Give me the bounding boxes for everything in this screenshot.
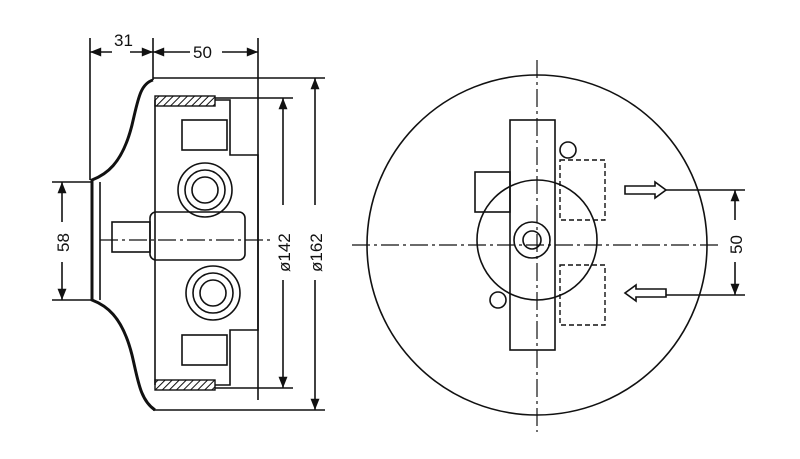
dim-label-50-side: 50: [193, 43, 212, 62]
screw-upper: [559, 141, 577, 159]
screw-lower: [489, 291, 507, 309]
valve-body: [149, 211, 246, 261]
front-view: 50: [352, 60, 746, 432]
housing-circle: [476, 179, 598, 301]
dim-label-50-front: 50: [727, 235, 746, 254]
outlet-port-hidden: [559, 159, 606, 221]
valve-cap-top: [181, 119, 228, 151]
port-lower: [185, 265, 241, 321]
dim-label-162: ø162: [307, 233, 326, 272]
inlet-port-hidden: [559, 264, 606, 326]
side-view: 31 50 58 ø142 ø162: [52, 31, 326, 412]
dim-label-142: ø142: [275, 233, 294, 272]
housing-body: [215, 99, 259, 386]
cover-flange: [90, 78, 156, 412]
spindle-front: [474, 171, 511, 213]
valve-cap-bottom: [181, 334, 228, 366]
center-knob: [513, 221, 551, 259]
dim-label-58: 58: [54, 233, 73, 252]
spindle: [111, 221, 151, 253]
housing-wall-top: [154, 95, 216, 107]
inlet-arrow-left-icon: [623, 283, 667, 303]
port-lower-ring: [199, 279, 227, 307]
port-upper: [177, 162, 233, 218]
outlet-arrow-right-icon: [624, 180, 668, 200]
port-lower-ring: [192, 272, 234, 314]
port-upper-ring: [191, 176, 219, 204]
valve-body-front: [509, 119, 556, 351]
housing-wall-bottom: [154, 379, 216, 391]
port-upper-ring: [184, 169, 226, 211]
center-knob-inner: [522, 230, 542, 250]
dim-label-31: 31: [114, 31, 133, 50]
